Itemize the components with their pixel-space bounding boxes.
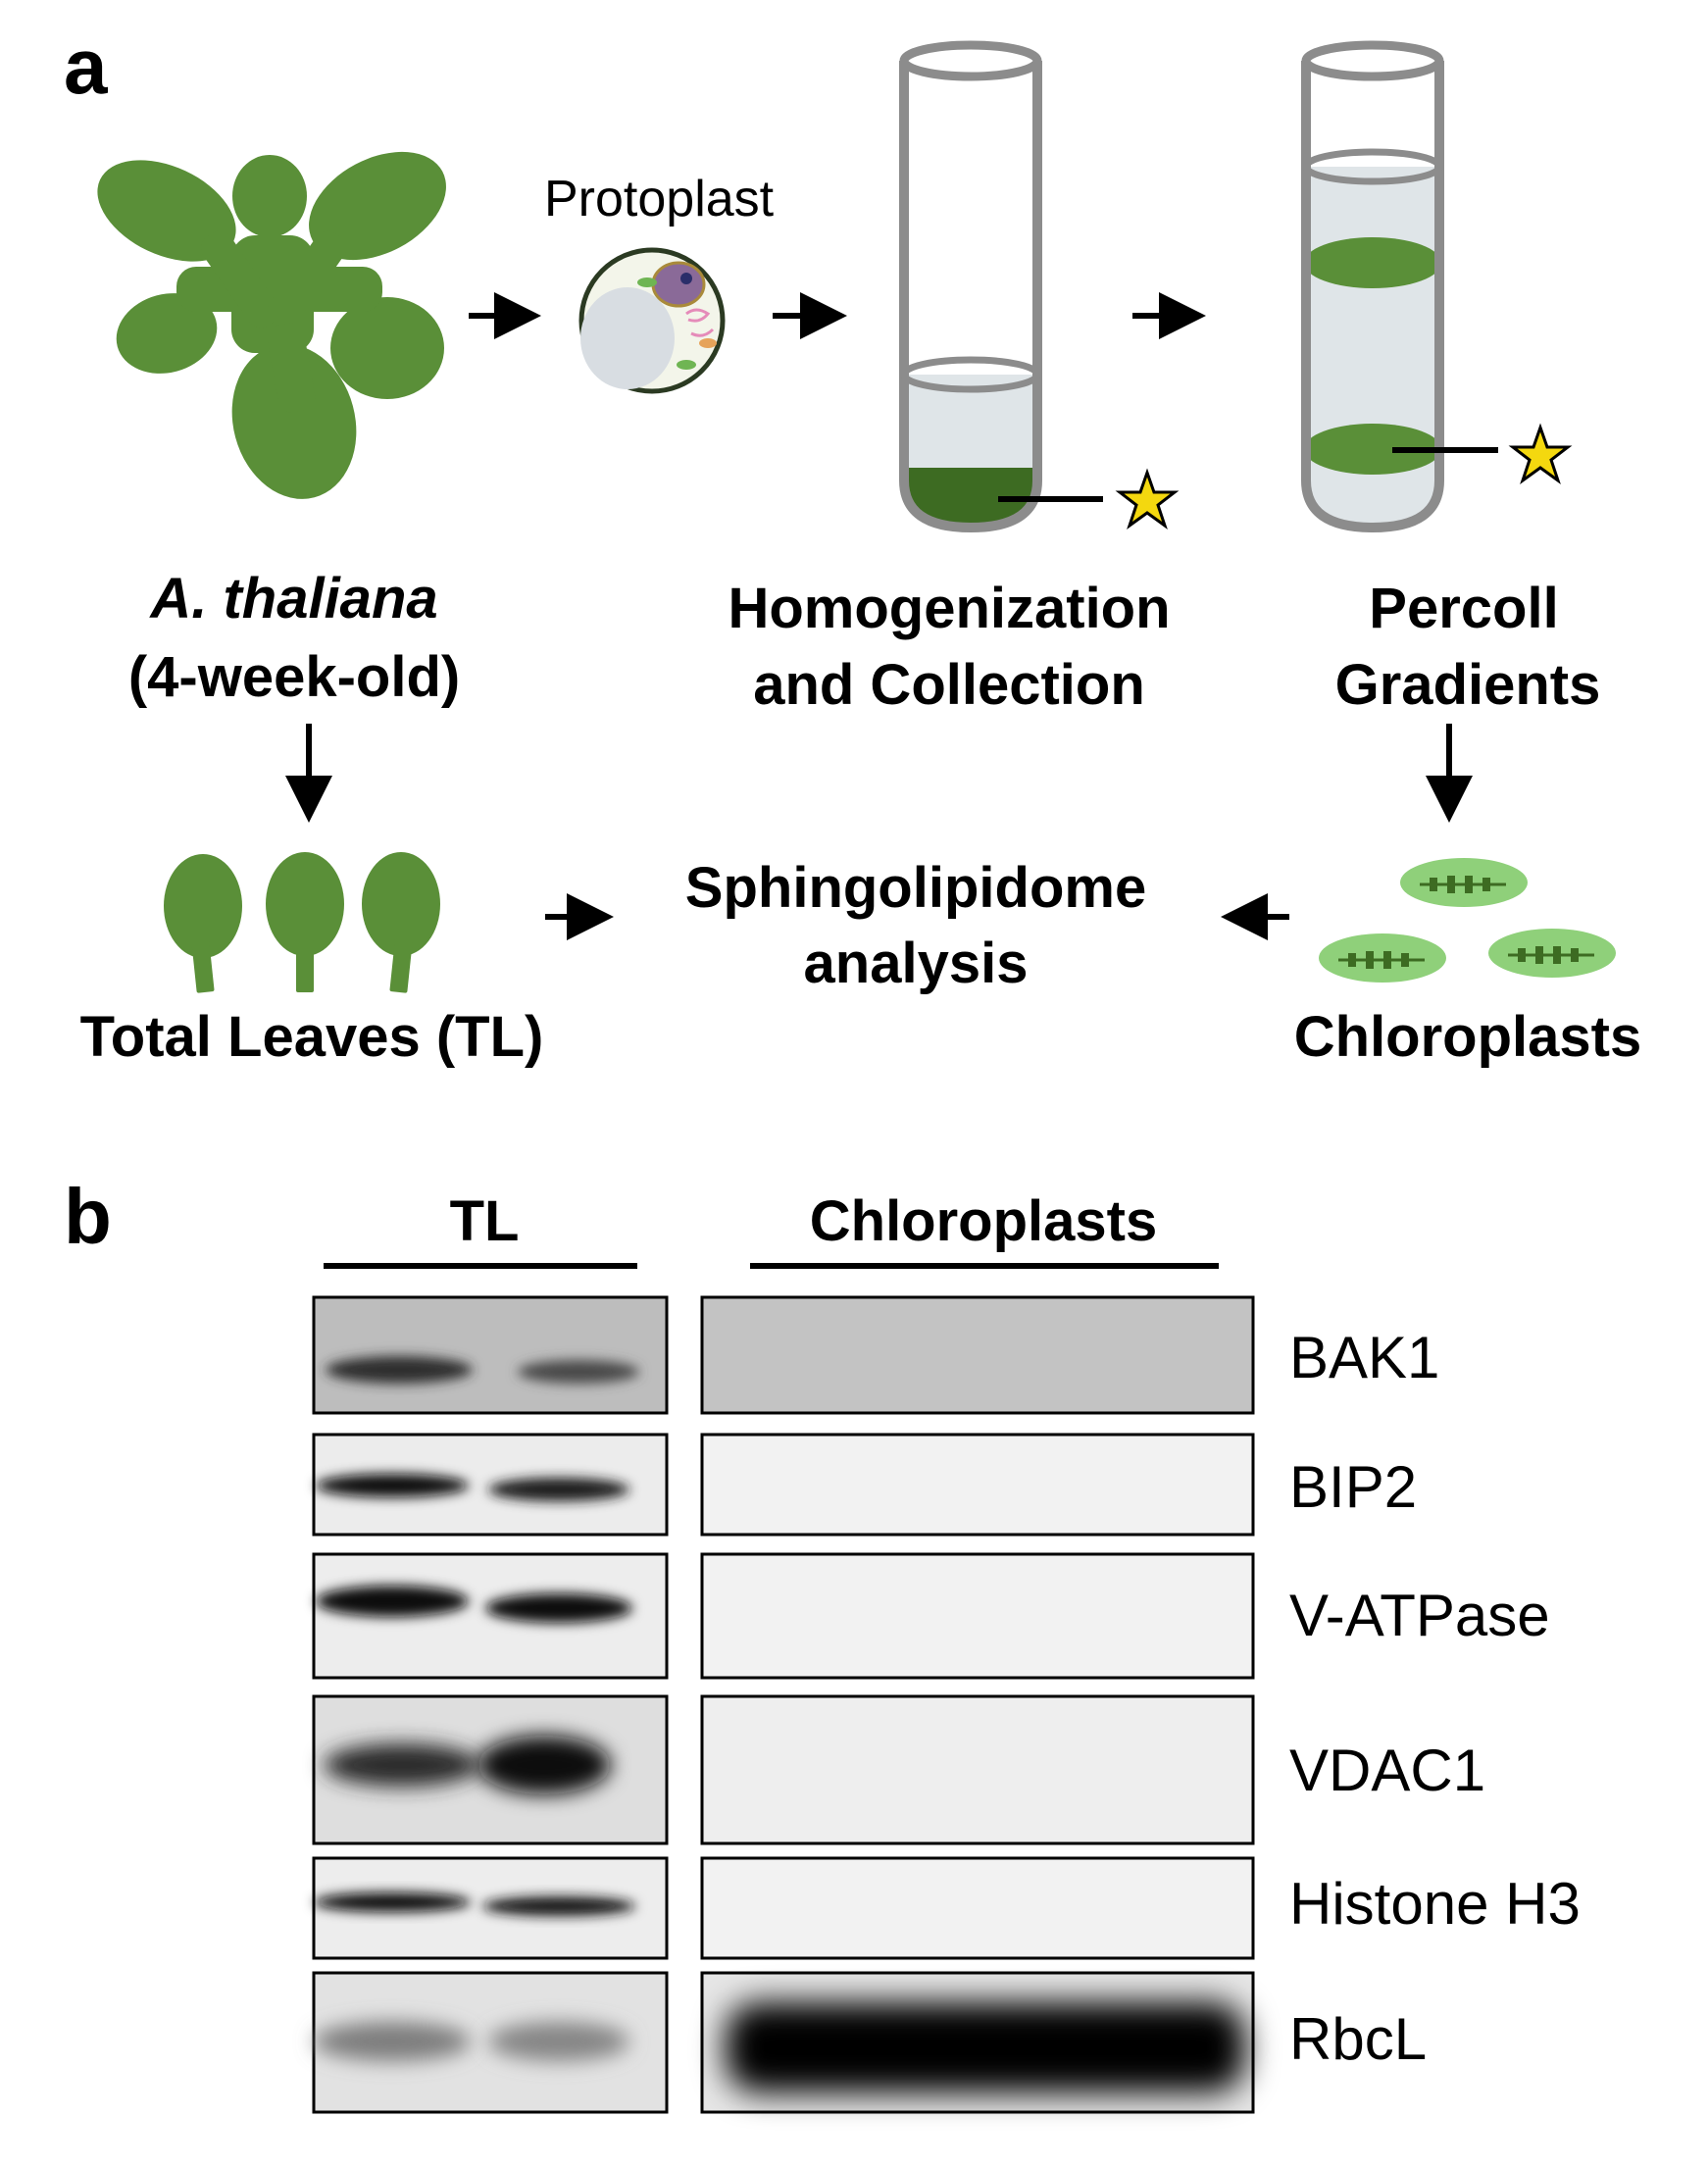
total-leaves-label: Total Leaves (TL) — [80, 1005, 544, 1069]
panel-b-label: b — [64, 1173, 112, 1260]
protein-label-bip2: BIP2 — [1289, 1454, 1417, 1520]
percoll-tube-icon — [1301, 40, 1573, 533]
panel-a-label: a — [64, 23, 108, 110]
homogenization-tube-icon — [899, 40, 1180, 533]
chloroplast-icon — [1400, 858, 1528, 907]
percoll-label-line1: Percoll — [1369, 577, 1558, 640]
chloroplast-blot — [700, 1694, 1255, 1845]
tl-group-label: TL — [450, 1189, 520, 1253]
chloroplasts-icon — [1319, 858, 1616, 983]
chloroplast-blot — [700, 1295, 1255, 1415]
chloroplast-blot — [700, 1552, 1255, 1680]
protein-label-vdac1: VDAC1 — [1289, 1738, 1485, 1803]
tl-blot — [312, 1295, 669, 1415]
homogenization-label-line1: Homogenization — [728, 577, 1170, 640]
chloroplast-blot — [700, 1856, 1255, 1960]
blot-row-bak1: BAK1 — [312, 1295, 1439, 1415]
analysis-label-line1: Sphingolipidome — [685, 856, 1146, 920]
homogenization-label-line2: and Collection — [753, 653, 1145, 717]
star-icon — [1508, 423, 1573, 484]
chloroplast-icon — [1488, 929, 1616, 978]
chloroplasts-group-label: Chloroplasts — [810, 1189, 1158, 1253]
analysis-label-line2: analysis — [804, 932, 1029, 995]
protoplast-cell-icon — [578, 247, 726, 394]
plant-name: A. thaliana — [148, 567, 437, 630]
protein-label-histone-h3: Histone H3 — [1289, 1871, 1581, 1937]
blot-row-vdac1: VDAC1 — [312, 1694, 1485, 1845]
plant-age: (4-week-old) — [128, 645, 460, 709]
protein-label-bak1: BAK1 — [1289, 1325, 1439, 1390]
chloroplast-icon — [1319, 933, 1446, 983]
percoll-label-line2: Gradients — [1335, 653, 1601, 717]
chloroplast-blot — [700, 1433, 1255, 1537]
blot-row-histone-h3: Histone H3 — [312, 1856, 1581, 1960]
blot-row-bip2: BIP2 — [312, 1433, 1417, 1537]
blot-row-v-atpase: V-ATPase — [312, 1552, 1550, 1680]
rosette-plant-icon — [97, 151, 446, 499]
protein-label-rbcl: RbcL — [1289, 2006, 1427, 2072]
chloroplasts-label: Chloroplasts — [1294, 1005, 1642, 1069]
star-icon — [1115, 468, 1180, 529]
protoplast-label: Protoplast — [544, 171, 775, 227]
leaves-icon — [164, 852, 440, 993]
protein-label-v-atpase: V-ATPase — [1289, 1583, 1550, 1648]
blot-row-rbcl: RbcL — [312, 1971, 1427, 2114]
